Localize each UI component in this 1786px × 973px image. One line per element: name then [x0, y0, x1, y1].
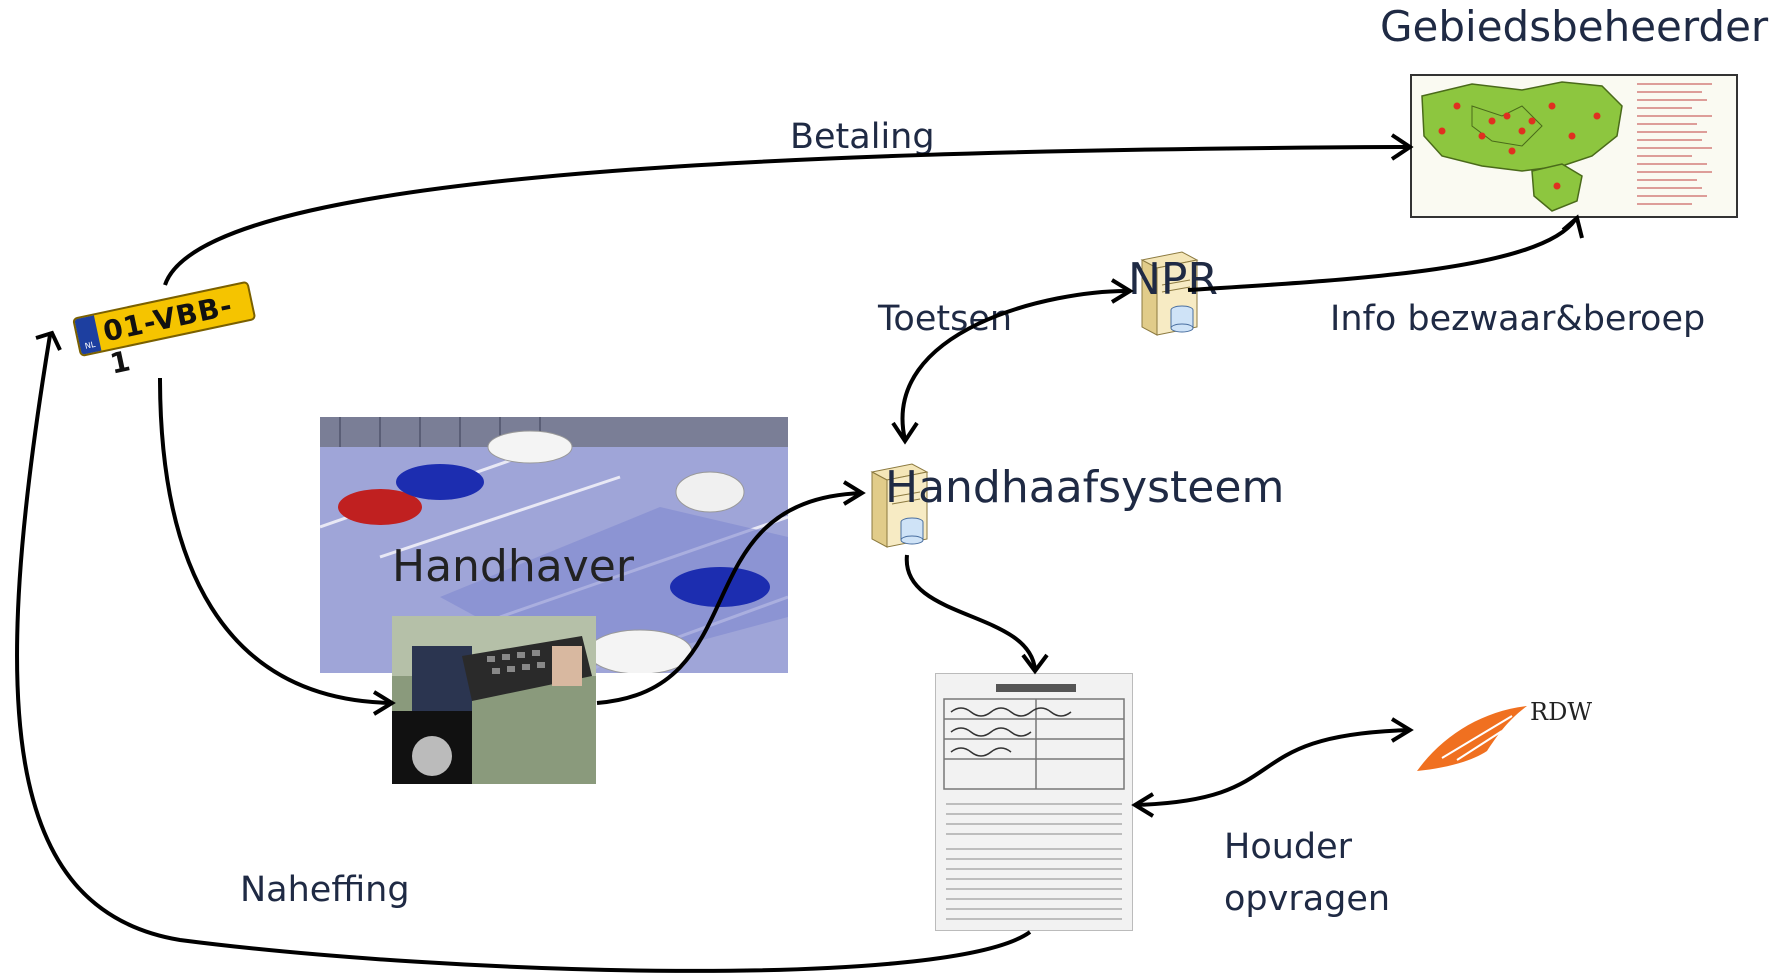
- diagram-title: Gebiedsbeheerder: [1380, 2, 1769, 51]
- edge-label-info: Info bezwaar&beroep: [1330, 299, 1706, 339]
- node-label-npr: NPR: [1128, 254, 1219, 305]
- handhaafsysteem-server-icon: [862, 452, 942, 552]
- parking-ticket-document: [935, 673, 1133, 931]
- edge-label-betaling: Betaling: [790, 117, 935, 157]
- arrow-plate-handhaver: [158, 377, 393, 705]
- node-label-rdw: RDW: [1530, 698, 1592, 726]
- gebiedsbeheerder-map: [1410, 74, 1738, 218]
- handheld-device-photo: [392, 616, 596, 784]
- arrow-info: [1187, 218, 1577, 292]
- edge-label-naheffing: Naheffing: [240, 870, 410, 910]
- arrow-handhaafsysteem-ticket: [904, 554, 1037, 671]
- arrow-houder-opvragen: [1134, 728, 1411, 807]
- arrow-naheffing: [15, 334, 1032, 973]
- arrow-betaling: [163, 145, 1411, 286]
- node-label-handhaver: Handhaver: [392, 541, 634, 592]
- arrow-handhaver-handhaafsysteem: [596, 491, 863, 705]
- rdw-logo: [1412, 696, 1612, 776]
- node-label-handhaafsysteem: Handhaafsysteem: [885, 462, 1285, 513]
- arrow-toetsen: [900, 288, 1131, 441]
- edge-label-houder: Houder: [1224, 827, 1353, 867]
- npr-server-icon: [1132, 240, 1212, 340]
- edge-label-opvragen: opvragen: [1224, 879, 1391, 919]
